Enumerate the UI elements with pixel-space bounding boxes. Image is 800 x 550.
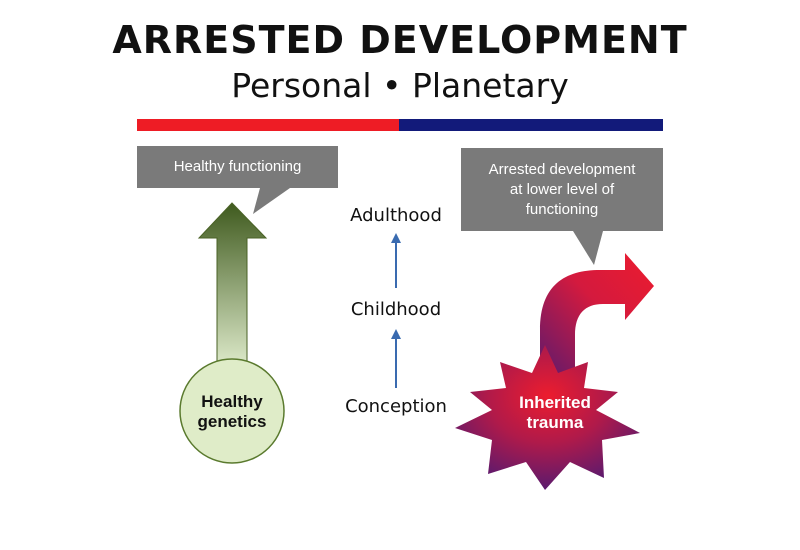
inherited-trauma-label-line-1: Inherited — [519, 393, 591, 412]
diagram-title: ARRESTED DEVELOPMENT — [112, 18, 688, 62]
healthy-genetics-node — [179, 358, 285, 464]
stage-adulthood: Adulthood — [350, 205, 442, 226]
stage-arrow-childhood-to-adulthood — [391, 233, 401, 288]
arrested-development-text: Arrested development at lower level of f… — [461, 160, 663, 220]
divider-bar-left — [137, 119, 399, 131]
inherited-trauma-node — [455, 345, 640, 490]
arrested-development-text-line-1: Arrested development — [488, 161, 636, 178]
healthy-growth-arrow — [197, 202, 268, 373]
arrested-development-arrow — [540, 253, 654, 380]
arrested-development-text-line-3: functioning — [525, 201, 599, 218]
inherited-trauma-label-line-2: trauma — [526, 413, 584, 432]
arrested-development-callout — [461, 148, 663, 265]
healthy-genetics-label-line-2: genetics — [197, 412, 267, 431]
stage-conception: Conception — [345, 396, 447, 417]
healthy-genetics-label-line-1: Healthy — [201, 392, 263, 411]
stage-childhood: Childhood — [350, 299, 442, 320]
divider-bar-right — [399, 119, 663, 131]
healthy-functioning-text: Healthy functioning — [173, 158, 302, 175]
healthy-functioning-callout — [137, 146, 338, 214]
healthy-genetics-label: Healthy genetics — [182, 392, 282, 432]
diagram-subtitle: Personal • Planetary — [231, 66, 569, 105]
inherited-trauma-label: Inherited trauma — [505, 393, 605, 433]
stage-arrow-conception-to-childhood — [391, 329, 401, 388]
arrested-development-text-line-2: at lower level of — [509, 181, 615, 198]
